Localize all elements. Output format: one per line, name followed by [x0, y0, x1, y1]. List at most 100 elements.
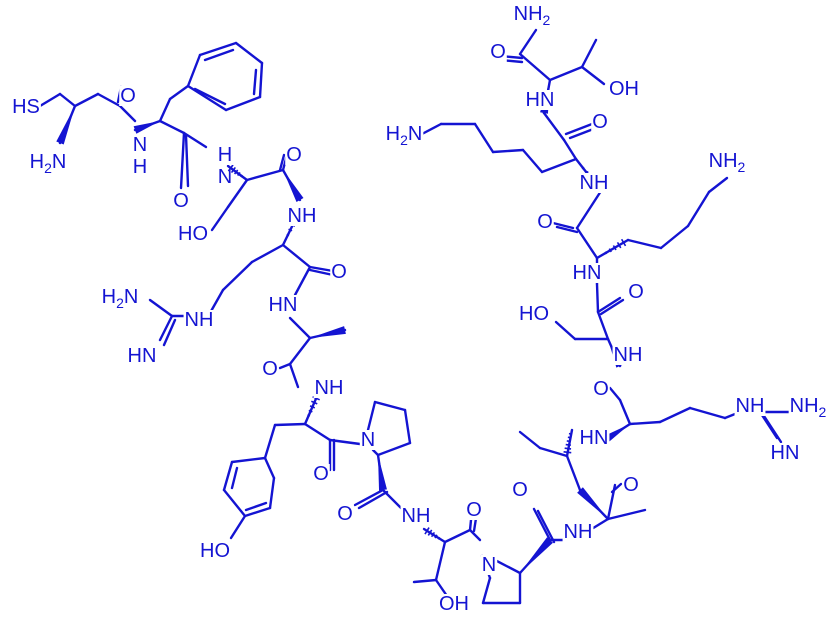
bond-line: [308, 265, 335, 273]
label-backdrop: [578, 428, 610, 448]
label-backdrop: [330, 262, 348, 282]
bond-line: [473, 122, 495, 154]
stereo-hash: [612, 245, 617, 251]
bond-line: [288, 362, 300, 389]
bond-line: [230, 466, 239, 490]
bond-line: [303, 422, 332, 442]
bond-line: [376, 441, 412, 457]
bond-line: [288, 336, 312, 366]
label-backdrop: [518, 304, 550, 324]
bond-line: [186, 84, 228, 112]
stereo-hash: [565, 443, 571, 446]
label-backdrop: [511, 480, 529, 500]
bond-line: [226, 178, 249, 209]
bond-line: [575, 226, 599, 260]
atom-label-o-phe: O: [173, 190, 189, 212]
stereo-hash: [288, 228, 293, 232]
bond-line: [707, 176, 729, 194]
bond-line: [230, 456, 267, 464]
atom-label-o-ser2: O: [628, 281, 644, 303]
bond-line: [168, 84, 190, 101]
stereo-hash: [430, 531, 436, 538]
label-backdrop: [11, 97, 41, 117]
stereo-hash: [309, 405, 316, 409]
atom-label-o-leu: O: [623, 474, 639, 496]
bond-line: [38, 92, 62, 108]
bond-line: [210, 205, 230, 232]
atom-label-o-arg1: O: [331, 261, 347, 283]
label-backdrop: [788, 396, 828, 419]
bond-line: [468, 528, 482, 542]
stereo-wedge: [283, 170, 304, 202]
bond-line: [518, 28, 538, 56]
stereo-wedge: [133, 121, 160, 134]
label-backdrop: [384, 124, 424, 147]
bond-line: [118, 104, 137, 123]
stereo-wedge: [310, 326, 346, 338]
bond-line: [179, 131, 186, 190]
atom-label-nh2-gua2: NH2: [790, 395, 827, 420]
bond-line: [148, 298, 174, 318]
bond-line: [353, 488, 385, 507]
bond-line: [244, 501, 268, 512]
bond-line: [158, 314, 174, 342]
atom-label-hn-arg2: HN: [580, 427, 609, 449]
bond-line: [536, 509, 556, 544]
bond-line: [193, 87, 227, 106]
bond-line: [599, 298, 625, 316]
label-backdrop: [622, 475, 640, 495]
label-backdrop: [536, 212, 554, 232]
bond-line: [540, 157, 578, 174]
atom-label-nh-ser1-line2: N: [218, 166, 232, 188]
stereo-hash: [243, 177, 246, 179]
bond-line: [278, 362, 292, 370]
atom-label-nh-lys1: NH: [580, 172, 609, 194]
bond-line: [596, 296, 622, 314]
atom-label-oh-thr1: OH: [439, 593, 469, 615]
stereo-hashes: [227, 162, 627, 542]
atom-label-o-pro1: O: [337, 503, 353, 525]
atom-label-nh-tyr: NH: [315, 377, 344, 399]
atom-label-o-thr1: O: [466, 499, 482, 521]
label-backdrop: [512, 4, 552, 27]
bond-line: [308, 268, 335, 277]
stereo-hash: [437, 536, 441, 540]
label-backdrop: [267, 295, 299, 315]
bond-line: [182, 131, 208, 149]
stereo-hash: [237, 171, 241, 177]
label-backdrop: [286, 206, 318, 226]
bond-line: [222, 488, 247, 518]
label-backdrop: [438, 594, 470, 614]
bond-line: [595, 238, 630, 260]
atom-label-hn-thr2: HN: [526, 89, 555, 111]
bond-line: [564, 122, 594, 136]
atom-label-nh-phe: N: [133, 134, 147, 156]
bond-line: [278, 153, 286, 172]
atom-label-n-pro1: N: [361, 429, 375, 451]
bond-line: [268, 476, 276, 510]
stereo-hash: [440, 539, 444, 542]
atom-label-o-ser1: O: [286, 144, 302, 166]
atom-label-nh-gua2: NH: [736, 395, 765, 417]
atom-label-hn-gua2: HN: [771, 442, 800, 464]
bond-line: [491, 557, 522, 575]
atom-label-nh-arg1: NH: [288, 205, 317, 227]
bond-line: [562, 138, 578, 161]
atom-label-o-lys1: O: [592, 111, 608, 133]
label-backdrop: [608, 79, 640, 99]
bond-line: [521, 148, 544, 174]
atom-label-nh-phe-line2: H: [133, 156, 147, 178]
bond-line: [158, 119, 186, 135]
stereo-hash: [600, 254, 603, 257]
stereo-hash: [564, 447, 572, 450]
label-backdrop: [591, 112, 609, 132]
stereo-hash: [233, 169, 239, 175]
label-backdrop: [183, 310, 215, 330]
atom-label-nh-ser1: H: [218, 144, 232, 166]
stereo-hash: [608, 248, 612, 253]
bond-line: [555, 225, 579, 234]
atom-label-o-ala: O: [262, 358, 278, 380]
bond-line: [532, 507, 552, 542]
bond-line: [281, 243, 312, 269]
bond-line: [542, 111, 566, 142]
